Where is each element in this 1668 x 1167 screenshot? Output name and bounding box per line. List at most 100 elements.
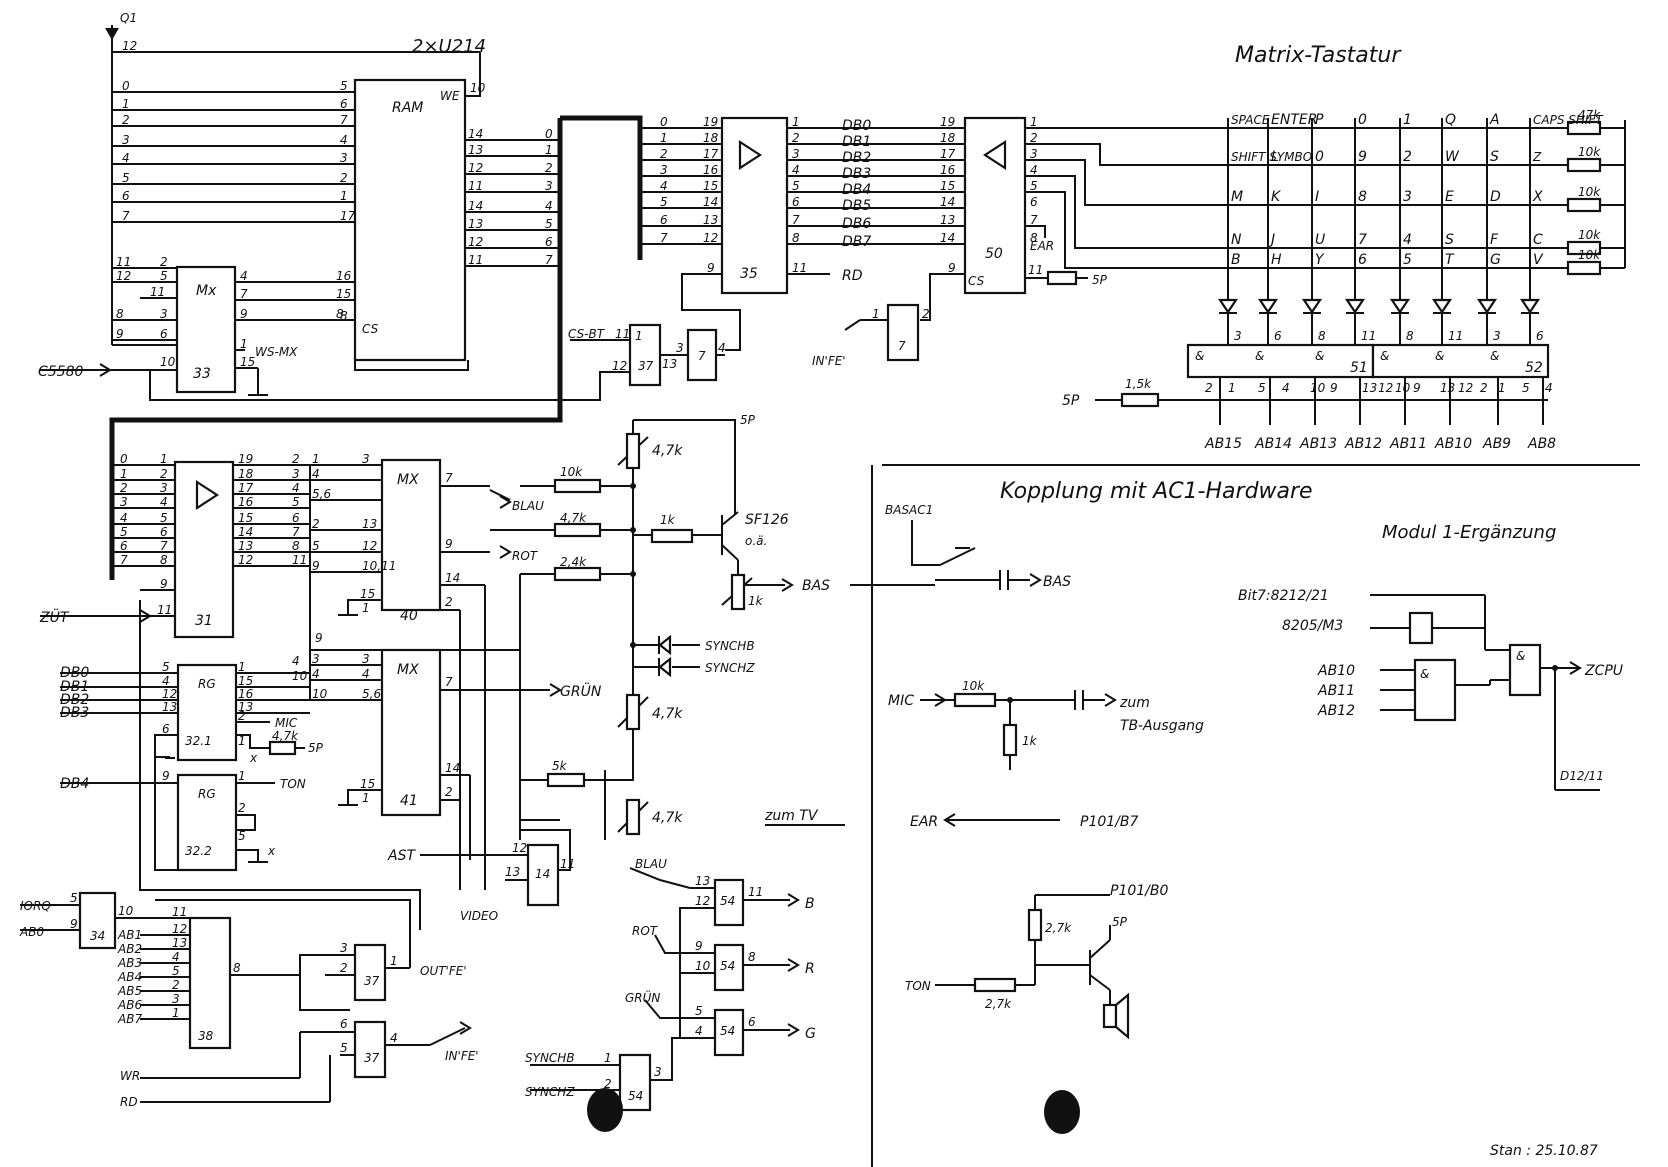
- row-resistor: [1566, 240, 1602, 256]
- pin: 12: [116, 269, 131, 283]
- wire: [154, 734, 178, 871]
- arrow-icon: [781, 578, 794, 592]
- mux-label: MX: [397, 662, 419, 678]
- pin: 10: [1395, 381, 1411, 395]
- mx41-chip: [380, 648, 442, 817]
- pin: 9: [312, 559, 320, 573]
- ab-label: AB9: [1482, 436, 1511, 452]
- db-label: DB2: [842, 150, 871, 166]
- key-label: B: [1231, 252, 1241, 268]
- pin: 11: [468, 179, 483, 193]
- pin: 3: [676, 341, 684, 355]
- pin: 2: [340, 961, 348, 975]
- pin: 1: [1030, 115, 1038, 129]
- pin: 7: [1030, 213, 1038, 227]
- gate51: [1186, 343, 1375, 379]
- pin: 4: [362, 667, 370, 681]
- wire: [844, 319, 861, 331]
- ab-label: AB15: [1204, 436, 1242, 452]
- pin: 2: [238, 709, 246, 723]
- pin: 4: [545, 199, 553, 213]
- pin: 11: [292, 553, 307, 567]
- resistor-label: 10k: [1578, 228, 1601, 242]
- diode-icon: [1431, 298, 1453, 314]
- wire: [633, 419, 736, 515]
- pin: 2: [312, 517, 320, 531]
- key-label: W: [1445, 149, 1460, 165]
- rgb-out-label: G: [805, 1026, 816, 1042]
- resistor-label: 1k: [1022, 734, 1038, 748]
- m3-label: 8205/M3: [1282, 618, 1343, 634]
- transistor-label: o.ä.: [745, 534, 767, 548]
- pin: 1: [362, 601, 370, 615]
- pin: 3: [292, 467, 300, 481]
- key-label: 7: [1358, 232, 1367, 248]
- pin: 5: [120, 525, 128, 539]
- pin: 6: [660, 213, 668, 227]
- pin: 8: [1406, 329, 1414, 343]
- pin: 4: [172, 950, 180, 964]
- pin: 3: [120, 495, 128, 509]
- supply-label: 5P: [1112, 915, 1128, 929]
- wire: [721, 511, 739, 526]
- pin: 12: [468, 161, 483, 175]
- and-final: [1508, 643, 1542, 697]
- pin: 5: [238, 829, 246, 843]
- mux33-chip: [175, 265, 237, 394]
- pin: 11: [150, 285, 165, 299]
- pin: 14: [445, 571, 460, 585]
- pin: 1: [312, 452, 320, 466]
- key-label: K: [1271, 189, 1282, 205]
- pin: 2: [445, 785, 453, 799]
- chip-number: 54: [720, 959, 735, 973]
- rgb-out-label: B: [805, 896, 815, 912]
- arrow-icon: [943, 813, 956, 827]
- pin: 15: [240, 355, 255, 369]
- wire: [466, 52, 481, 97]
- wire: [605, 760, 634, 781]
- pin: 5: [340, 1041, 348, 1055]
- ab-label: AB4: [117, 970, 142, 984]
- chip-number: 34: [90, 929, 105, 943]
- key-label: P: [1315, 112, 1324, 128]
- gate-amp: &: [1516, 649, 1525, 663]
- db-label: DB4: [60, 776, 89, 792]
- resistor-label: 4,7k: [652, 443, 683, 459]
- pin: 15: [238, 511, 253, 525]
- pin: 5: [660, 195, 668, 209]
- gruen-label: GRÜN: [625, 989, 660, 1005]
- pin: 4: [340, 133, 348, 147]
- pin: 3: [545, 179, 553, 193]
- pin: 11: [792, 261, 807, 275]
- db-label: DB0: [60, 665, 89, 681]
- pin: 1: [340, 189, 348, 203]
- pin: 5: [1030, 179, 1038, 193]
- pin: 2: [340, 171, 348, 185]
- arrow-icon: [549, 683, 562, 697]
- pin: 8: [292, 539, 300, 553]
- key-label: 9: [1358, 149, 1367, 165]
- key-label: 1: [1403, 112, 1412, 128]
- mic-label: MIC: [888, 693, 914, 709]
- resistor-label: 47k: [1578, 108, 1601, 122]
- chip-number: 54: [628, 1089, 643, 1103]
- chip-number: 41: [400, 793, 418, 809]
- rot-label: ROT: [632, 924, 659, 938]
- diode-icon: [1389, 298, 1411, 314]
- supply-icon: [105, 28, 119, 40]
- pin: 5,6: [362, 687, 381, 701]
- pin: 4: [1282, 381, 1290, 395]
- ab-label: AB10: [1317, 663, 1355, 679]
- resistor-label: 2,4k: [560, 555, 587, 569]
- and-ab: [1413, 658, 1457, 722]
- ab-label: AB12: [1344, 436, 1382, 452]
- resistor-label: 4,7k: [652, 810, 683, 826]
- gate-amp: &: [1490, 349, 1499, 363]
- pin: 4: [390, 1031, 398, 1045]
- and54c: [713, 1008, 745, 1057]
- ton-label: TON: [905, 979, 931, 993]
- zumtv-label: zum TV: [764, 808, 819, 824]
- pin: 7: [792, 213, 800, 227]
- receiver-icon: [982, 139, 1007, 171]
- pin: 8: [160, 553, 168, 567]
